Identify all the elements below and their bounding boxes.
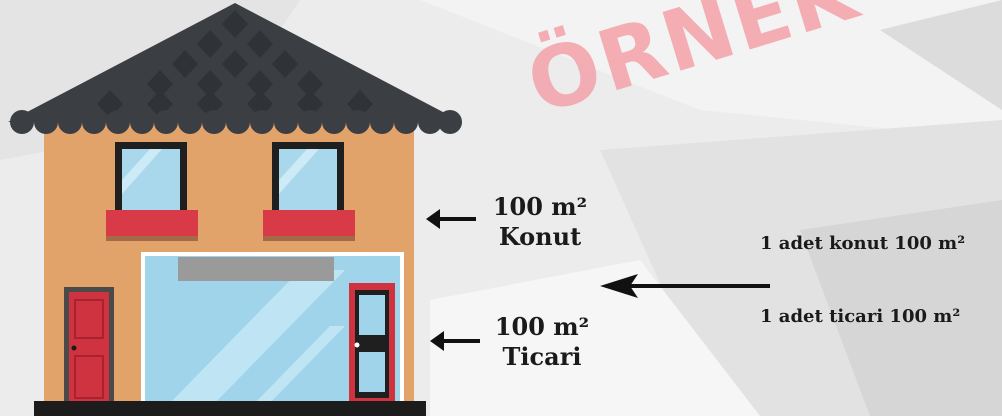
bottom-type-label: Ticari — [472, 342, 612, 372]
upper-window-right — [263, 142, 355, 241]
commercial-summary: 1 adet ticari 100 m² — [760, 306, 960, 327]
left-door — [64, 287, 114, 405]
upper-window-left — [106, 142, 198, 241]
house-illustration — [0, 0, 470, 416]
top-type-label: Konut — [470, 222, 610, 252]
residential-summary: 1 adet konut 100 m² — [760, 233, 965, 254]
bottom-area-label: 100 m² — [472, 312, 612, 342]
arrow-left-icon — [600, 270, 772, 302]
shop-sign — [178, 257, 334, 281]
top-area-label: 100 m² — [470, 192, 610, 222]
ground-line — [34, 401, 426, 416]
shop-door — [349, 283, 395, 405]
